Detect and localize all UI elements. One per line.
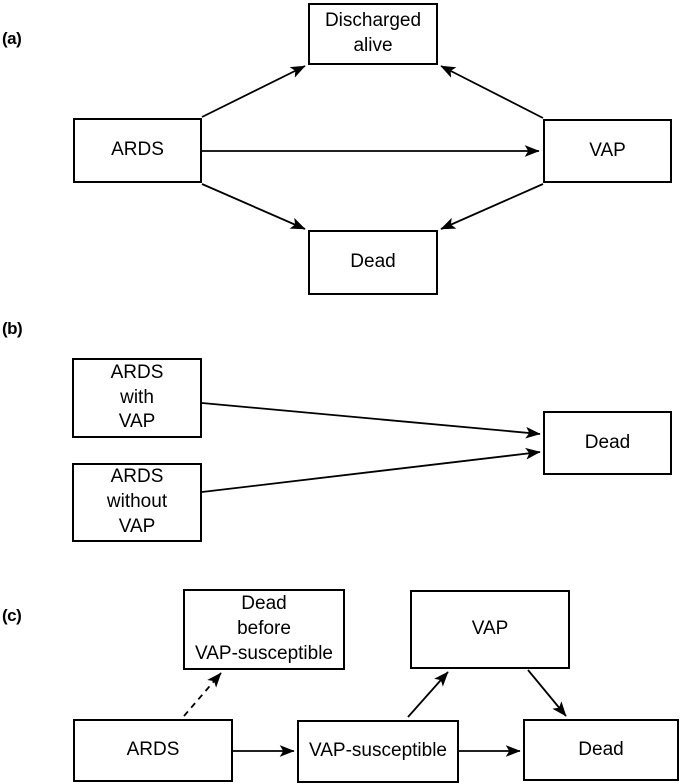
edge-c-ards-to-dead-before-vap-susceptible (183, 672, 222, 717)
node-c-vap-susceptible: VAP-susceptible (297, 720, 459, 783)
node-b-ards-without-vap: ARDS without VAP (72, 463, 202, 542)
edge-a-vap-to-discharged-alive (440, 65, 544, 119)
node-b-ards-with-vap: ARDS with VAP (72, 358, 202, 438)
edge-a-ards-to-dead (201, 183, 306, 230)
edge-b-ards-without-vap-to-dead (201, 447, 541, 493)
edge-c-vap-susceptible-to-vap (407, 671, 449, 718)
node-c-vap: VAP (410, 590, 570, 669)
edge-b-ards-with-vap-to-dead (201, 402, 541, 439)
panel-a-tag: (a) (2, 29, 22, 48)
edge-c-vap-to-dead (527, 669, 567, 717)
edge-a-vap-to-dead (440, 183, 544, 230)
node-c-dead: Dead (523, 719, 679, 781)
node-c-dead-before-vap-susceptible: Dead before VAP-susceptible (183, 589, 345, 670)
node-c-ards: ARDS (73, 719, 233, 782)
edge-a-ards-to-discharged-alive (201, 65, 306, 118)
node-a-discharged-alive: Discharged alive (308, 3, 438, 65)
panel-c-tag: (c) (2, 606, 22, 625)
node-a-vap: VAP (543, 119, 672, 183)
node-a-ards: ARDS (73, 118, 202, 183)
node-b-dead: Dead (543, 411, 672, 475)
panel-b-tag: (b) (2, 319, 23, 338)
node-a-dead: Dead (308, 230, 438, 295)
